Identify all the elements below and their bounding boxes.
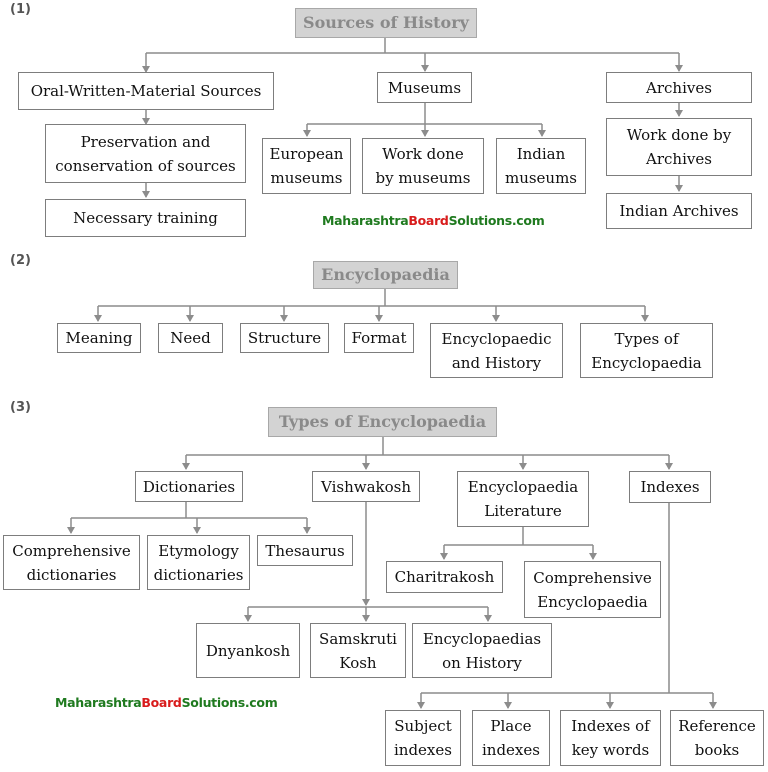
node-format: Format <box>344 323 414 353</box>
watermark-top: MaharashtraBoardSolutions.com <box>322 213 545 228</box>
node-archives: Archives <box>606 72 752 103</box>
node-samskruti-kosh: Samskruti Kosh <box>310 623 406 678</box>
node-dictionaries: Dictionaries <box>135 471 243 502</box>
node-structure: Structure <box>240 323 329 353</box>
node-indian-museums: Indian museums <box>496 138 586 194</box>
node-reference-books: Reference books <box>670 710 764 766</box>
node-work-done-by-archives: Work done by Archives <box>606 118 752 176</box>
node-place-indexes: Place indexes <box>472 710 550 766</box>
watermark-bottom: MaharashtraBoardSolutions.com <box>55 695 278 710</box>
node-necessary-training: Necessary training <box>45 199 246 237</box>
section-1-number: (1) <box>10 2 31 17</box>
watermark-bottom-part1: Maharashtra <box>55 695 142 710</box>
node-dnyankosh: Dnyankosh <box>196 623 300 678</box>
node-european-museums: European museums <box>262 138 351 194</box>
node-sources-of-history: Sources of History <box>295 8 477 38</box>
node-indexes-of-key-words: Indexes of key words <box>560 710 661 766</box>
node-encyclopaedia-literature: Encyclopaedia Literature <box>457 471 589 527</box>
node-oral-written-material-sources: Oral-Written-Material Sources <box>18 72 274 110</box>
section-3-number: (3) <box>10 400 31 415</box>
node-work-done-by-museums: Work done by museums <box>362 138 484 194</box>
node-preservation-conservation: Preservation and conservation of sources <box>45 124 246 183</box>
node-subject-indexes: Subject indexes <box>385 710 461 766</box>
node-etymology-dictionaries: Etymology dictionaries <box>147 535 250 590</box>
node-types-of-encyclopaedia: Types of Encyclopaedia <box>580 323 713 378</box>
node-comprehensive-encyclopaedia: Comprehensive Encyclopaedia <box>524 561 661 618</box>
watermark-top-part1: Maharashtra <box>322 213 409 228</box>
watermark-bottom-part2: Board <box>141 695 182 710</box>
node-indexes: Indexes <box>629 471 711 503</box>
section-2-number: (2) <box>10 253 31 268</box>
node-types-of-encyclopaedia-title: Types of Encyclopaedia <box>268 407 497 437</box>
node-meaning: Meaning <box>57 323 141 353</box>
node-comprehensive-dictionaries: Comprehensive dictionaries <box>3 535 140 590</box>
watermark-top-part3: Solutions.com <box>448 213 545 228</box>
node-indian-archives: Indian Archives <box>606 193 752 229</box>
node-encyclopaedias-on-history: Encyclopaedias on History <box>412 623 552 678</box>
node-charitrakosh: Charitrakosh <box>386 561 503 593</box>
node-encyclopaedia: Encyclopaedia <box>313 261 458 289</box>
node-vishwakosh: Vishwakosh <box>312 471 420 502</box>
watermark-bottom-part3: Solutions.com <box>181 695 278 710</box>
node-museums: Museums <box>377 72 472 103</box>
node-encyclopaedic-and-history: Encyclopaedic and History <box>430 323 563 378</box>
node-thesaurus: Thesaurus <box>257 535 353 566</box>
watermark-top-part2: Board <box>408 213 449 228</box>
node-need: Need <box>158 323 223 353</box>
